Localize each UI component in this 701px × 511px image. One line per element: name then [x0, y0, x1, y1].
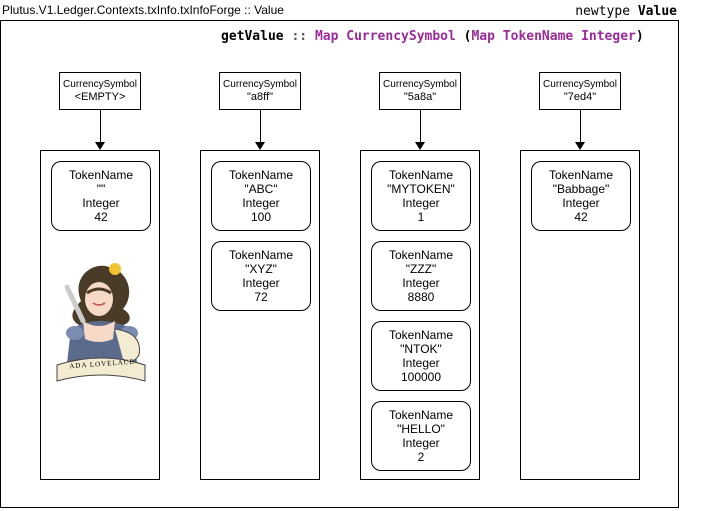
sig-map2: Map [471, 29, 495, 44]
ada-lovelace-illustration: ADA LOVELACE [53, 259, 149, 391]
token-name: "ABC" [244, 182, 278, 196]
arrow-line [260, 110, 261, 142]
token-label: TokenName [388, 328, 454, 342]
token-name: "MYTOKEN" [387, 182, 455, 196]
token-amount: 72 [254, 290, 268, 304]
token-int-label: Integer [402, 356, 440, 370]
token-amount: 2 [417, 450, 425, 464]
sig-sep: :: [291, 29, 308, 44]
token-amount: 42 [94, 210, 108, 224]
newtype-name: Value [637, 4, 677, 19]
header-path: Plutus.V1.Ledger.Contexts.txInfo.txInfoF… [2, 3, 284, 17]
arrow-line [100, 110, 101, 142]
diagram-frame [0, 20, 679, 508]
currency-symbol-value: <EMPTY> [74, 91, 126, 103]
token-int-label: Integer [242, 276, 280, 290]
token-amount: 42 [574, 210, 588, 224]
token-label: TokenName [68, 168, 134, 182]
token-amount: 8880 [407, 290, 435, 304]
sig-type2: TokenName [502, 29, 574, 44]
sig-map1: Map [314, 29, 339, 44]
token-int-label: Integer [82, 196, 120, 210]
token-name: "XYZ" [245, 262, 277, 276]
token-int-label: Integer [562, 196, 600, 210]
arrow-head-icon [95, 142, 105, 150]
token-int-label: Integer [242, 196, 280, 210]
arrow-head-icon [575, 142, 585, 150]
currency-symbol-box: CurrencySymbol"5a8a" [379, 72, 461, 110]
token-label: TokenName [388, 248, 454, 262]
token-label: TokenName [228, 248, 294, 262]
currency-symbol-label: CurrencySymbol [543, 79, 617, 90]
token-amount: 1 [417, 210, 425, 224]
currency-symbol-label: CurrencySymbol [383, 79, 457, 90]
newtype-label: newtype Value [575, 4, 677, 19]
currency-symbol-value: "a8ff" [247, 91, 273, 103]
token-name: "HELLO" [397, 422, 445, 436]
arrow-line [420, 110, 421, 142]
currency-symbol-box: CurrencySymbol"7ed4" [539, 72, 621, 110]
token-name: "" [96, 182, 106, 196]
token-label: TokenName [548, 168, 614, 182]
token-amount: 100 [250, 210, 272, 224]
token-name: "NTOK" [400, 342, 442, 356]
sig-type3: Integer [581, 29, 636, 44]
token-amount: 100000 [400, 370, 442, 384]
token-int-label: Integer [402, 276, 440, 290]
token-label: TokenName [388, 168, 454, 182]
currency-symbol-box: CurrencySymbol"a8ff" [219, 72, 301, 110]
token-name: "Babbage" [552, 182, 610, 196]
arrow-head-icon [415, 142, 425, 150]
sig-name: getValue [221, 29, 284, 44]
sig-open: ( [463, 29, 472, 44]
arrow-head-icon [255, 142, 265, 150]
currency-symbol-label: CurrencySymbol [223, 79, 297, 90]
currency-symbol-label: CurrencySymbol [63, 79, 137, 90]
currency-symbol-value: "5a8a" [403, 91, 437, 103]
newtype-keyword: newtype [575, 4, 631, 19]
sig-type1: CurrencySymbol [346, 29, 456, 44]
currency-symbol-box: CurrencySymbol<EMPTY> [59, 72, 141, 110]
token-int-label: Integer [402, 196, 440, 210]
token-name: "ZZZ" [405, 262, 437, 276]
token-label: TokenName [388, 408, 454, 422]
sig-close: ) [635, 29, 644, 44]
token-int-label: Integer [402, 436, 440, 450]
token-label: TokenName [228, 168, 294, 182]
currency-symbol-value: "7ed4" [563, 91, 597, 103]
type-signature: getValue :: Map CurrencySymbol (Map Toke… [221, 29, 644, 44]
arrow-line [580, 110, 581, 142]
